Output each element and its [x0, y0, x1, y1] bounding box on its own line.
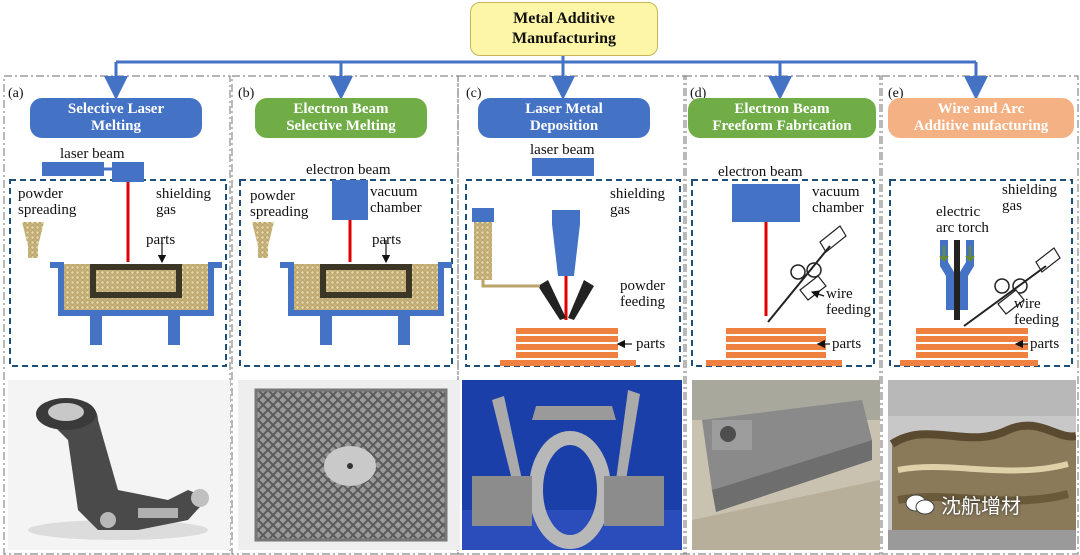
panel-b-chamber-label: vacuum chamber	[370, 184, 422, 216]
c-right-feed-nozzle	[568, 280, 594, 320]
e-part-layer	[916, 352, 1028, 358]
root-title: Metal Additive Manufacturing	[470, 2, 658, 56]
a-build-chamber	[50, 262, 222, 345]
photo-e-arc-wall	[888, 380, 1076, 550]
e-part-layer	[916, 336, 1028, 342]
panel-d-chamber-label: vacuum chamber	[812, 184, 864, 216]
a-part-core	[96, 270, 176, 292]
c-part-layer	[516, 336, 618, 342]
e-part-layer	[916, 344, 1028, 350]
panel-c-parts-label: parts	[636, 336, 666, 352]
c-substrate	[500, 360, 636, 366]
photo-c-frames	[462, 380, 682, 550]
c-feeder-cap	[472, 208, 494, 222]
d-part-layer	[726, 344, 826, 350]
watermark: 沈航增材	[905, 490, 1021, 519]
panel-b-parts-label: parts	[372, 232, 402, 248]
panel-d-letter: (d)	[690, 86, 707, 101]
b-part-core	[326, 270, 406, 292]
e-wire-guide	[1035, 247, 1061, 273]
c-powder-feeder	[474, 222, 492, 280]
a-laser-unit	[112, 162, 144, 182]
b-electron-gun	[332, 180, 368, 220]
d-roller-2	[806, 262, 822, 278]
panel-e-gas-label: shielding gas	[1002, 182, 1057, 214]
watermark-text: 沈航增材	[941, 494, 1021, 518]
d-feed-arrow	[810, 290, 825, 299]
e-roller-1	[994, 278, 1010, 294]
d-substrate	[706, 360, 842, 366]
chat-bubble-icon	[905, 494, 935, 516]
panel-e-parts-label: parts	[1030, 336, 1060, 352]
panel-e-torch-label: electric arc torch	[936, 204, 989, 236]
c-nozzle-body	[552, 210, 580, 276]
e-wire	[963, 265, 1047, 327]
panel-e-title: Wire and Arc Additive nufacturing	[888, 98, 1074, 138]
panel-a-beam-label: laser beam	[60, 146, 125, 162]
e-torch-left	[940, 240, 954, 310]
panel-b-letter: (b)	[238, 86, 255, 101]
process-box-4	[889, 179, 1073, 367]
panel-a-gas-label: shielding gas	[156, 186, 211, 218]
panel-c-letter: (c)	[466, 86, 482, 101]
c-feed-line	[481, 280, 540, 288]
panel-a-parts-label: parts	[146, 232, 176, 248]
d-electron-gun	[732, 184, 800, 222]
photo-d-beam-structure	[692, 380, 880, 550]
c-part-layer	[516, 328, 618, 334]
d-wire	[767, 245, 831, 323]
panel-a-title: Selective Laser Melting	[30, 98, 202, 138]
e-wire-nozzle	[997, 289, 1025, 315]
e-electrode	[954, 240, 960, 320]
d-part-layer	[726, 352, 826, 358]
process-box-3	[691, 179, 875, 367]
c-left-feed-nozzle	[538, 280, 566, 320]
b-hopper-outlet	[258, 246, 268, 258]
d-wire-guide	[819, 225, 847, 253]
a-laser-head	[42, 162, 104, 176]
a-hopper-outlet	[28, 246, 38, 258]
d-part-layer	[726, 328, 826, 334]
d-wire-nozzle	[799, 275, 827, 301]
b-build-chamber	[280, 262, 452, 345]
d-roller-1	[790, 264, 806, 280]
photo-b-lattice	[238, 380, 460, 550]
e-gas-arrow-right	[965, 246, 975, 263]
c-laser-head	[532, 158, 594, 176]
panel-c-title: Laser Metal Deposition	[478, 98, 650, 138]
e-gas-arrow-left	[939, 246, 949, 263]
e-torch-right	[960, 240, 974, 310]
panel-d-parts-label: parts	[832, 336, 862, 352]
b-hopper	[252, 222, 274, 246]
panel-c-feed-label: powder feeding	[620, 278, 665, 310]
panel-b-powder-label: powder spreading	[250, 188, 309, 220]
panel-b-title: Electron Beam Selective Melting	[255, 98, 427, 138]
panel-e-feed-label: wire feeding	[1014, 296, 1059, 328]
panel-a-letter: (a)	[8, 86, 24, 101]
c-part-layer	[516, 344, 618, 350]
a-hopper	[22, 222, 44, 246]
e-part-layer	[916, 328, 1028, 334]
process-box-0	[9, 179, 227, 367]
c-part-layer	[516, 352, 618, 358]
d-part-layer	[726, 336, 826, 342]
panel-e-letter: (e)	[888, 86, 904, 101]
panel-b-beam-label: electron beam	[306, 162, 391, 178]
panel-d-title: Electron Beam Freeform Fabrication	[688, 98, 876, 138]
e-substrate	[900, 360, 1038, 366]
photo-a-bracket	[8, 380, 230, 550]
panel-c-beam-label: laser beam	[530, 142, 595, 158]
panel-d-beam-label: electron beam	[718, 164, 803, 180]
panel-a-powder-label: powder spreading	[18, 186, 77, 218]
panel-d-feed-label: wire feeding	[826, 286, 871, 318]
panel-c-gas-label: shielding gas	[610, 186, 665, 218]
